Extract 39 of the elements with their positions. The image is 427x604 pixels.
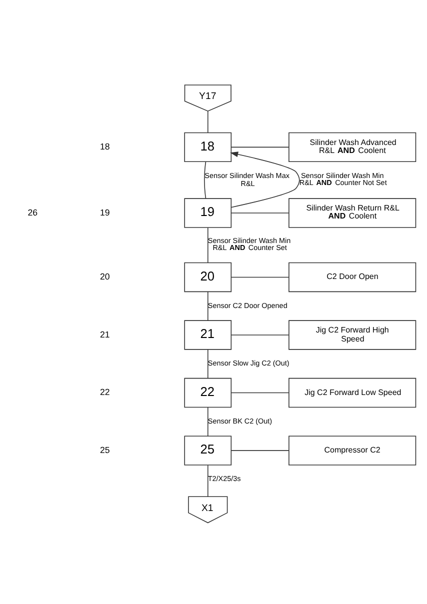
node-box: Jig C2 Forward High Speed [288,320,416,350]
connector [207,464,208,496]
connector [230,392,290,393]
node-box: 21 [184,320,232,350]
node-box: 18 [184,132,232,162]
label: 26 [28,206,38,217]
connector [204,160,206,198]
connector [230,146,290,148]
connector [230,276,290,278]
arrow [230,151,300,208]
connector [230,334,290,335]
label: 18 [100,140,110,151]
node-box: C2 Door Open [288,262,416,292]
label: 22 [100,386,110,397]
edge-label: T2/X25/3s [208,474,241,483]
edge-label: Sensor Silinder Wash Min R&L AND Counter Not Set [299,170,387,187]
edge-label: Sensor Silinder Wash Max R&L [204,170,290,188]
node-box: Silinder Wash Return R&L AND Coolent [288,198,416,228]
edge-label: Sensor C2 Door Opened [208,300,288,310]
node-box: Compressor C2 [288,435,416,465]
connector [207,226,208,262]
connector [207,291,208,320]
connector [207,406,208,436]
edge-label: Sensor BK C2 (Out) [208,416,272,425]
edge-label: Sensor Silinder Wash Min R&L AND Counter Set [208,235,291,252]
connector [207,348,208,378]
label: 19 [100,206,110,217]
edge-label: Sensor Slow Jig C2 (Out) [208,358,290,368]
node-box: Jig C2 Forward Low Speed [288,377,416,408]
node-box: 20 [184,262,232,292]
label: 20 [100,270,110,281]
node-box: 19 [184,198,232,228]
node-box: 25 [184,435,232,465]
label: 25 [100,444,110,454]
label: 21 [100,328,110,339]
connector [207,110,208,133]
node-box: 22 [184,377,232,408]
node-box: Silinder Wash Advanced R&L AND Coolent [288,132,416,162]
connector [230,212,290,213]
